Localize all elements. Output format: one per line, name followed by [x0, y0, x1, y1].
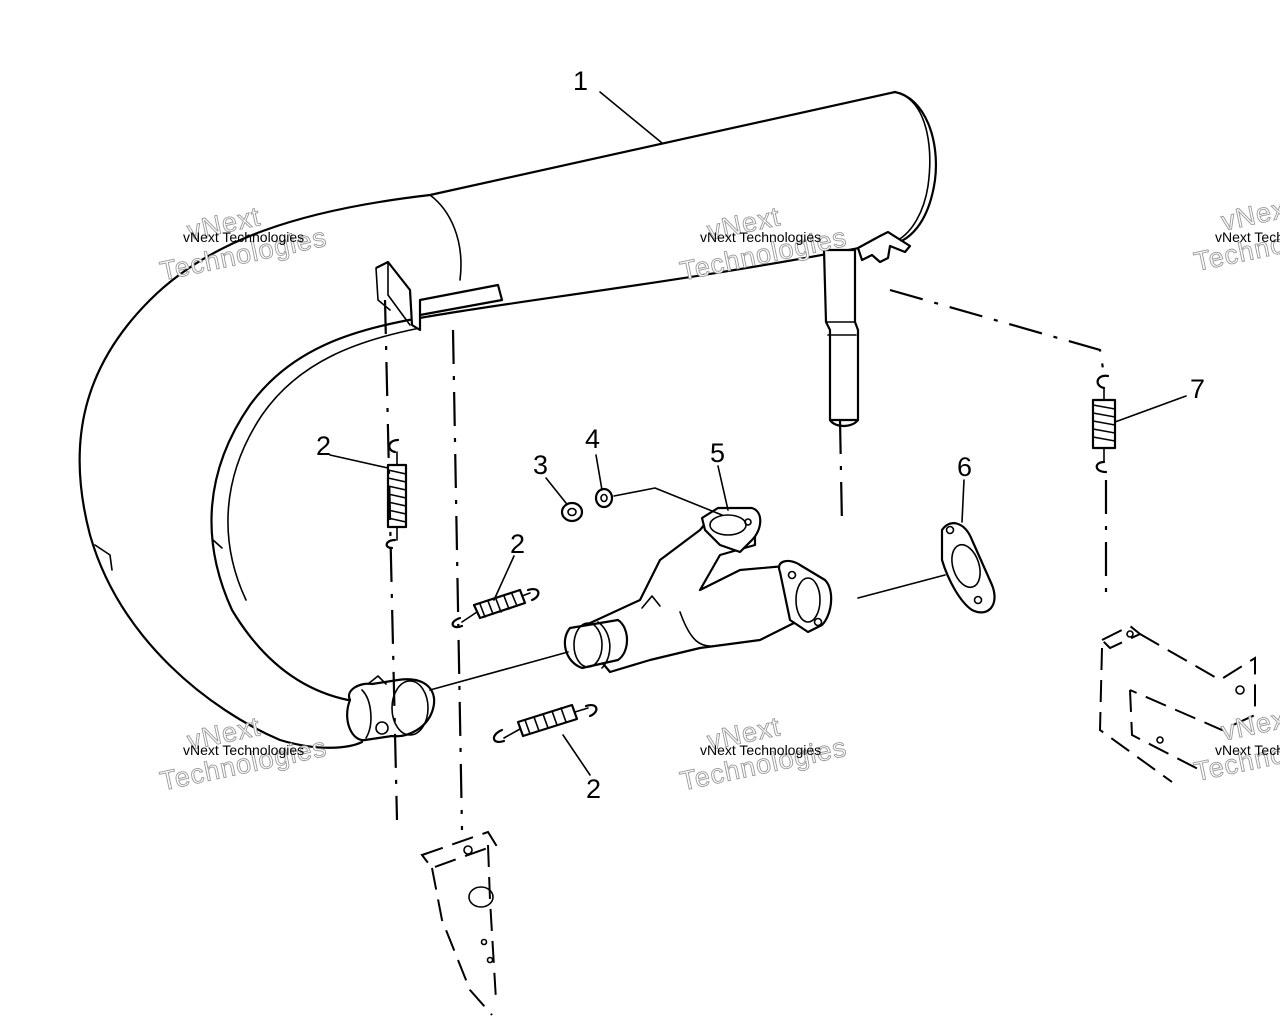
watermark-big-line1: vNext [1219, 702, 1280, 747]
muffler-front-bracket [375, 260, 504, 332]
watermark-small: vNext Technologies [183, 742, 304, 758]
watermark-small: vNext Technologies [700, 229, 821, 245]
assembly-lines [383, 288, 1108, 831]
spring-left-vertical [385, 438, 408, 550]
spring-right [1091, 374, 1117, 474]
manifold-y-pipe [563, 506, 833, 674]
watermark-small: vNext Technologies [700, 742, 821, 758]
spring-lower [492, 703, 598, 743]
frame-bracket-lower [420, 830, 498, 1016]
washer [594, 487, 614, 509]
callout-1: 1 [573, 66, 588, 96]
callout-5: 5 [710, 438, 725, 468]
callout-3: 3 [533, 450, 548, 480]
watermark-small: vNext Technologies [1215, 229, 1280, 245]
callout-labels: 1 2 2 2 3 4 5 6 7 [316, 66, 1205, 804]
exhaust-gasket [940, 522, 996, 614]
watermark-small: vNext Technologies [1215, 742, 1280, 758]
frame-bracket-right [1098, 624, 1256, 783]
nut [560, 501, 584, 523]
watermark-small: vNext Technologies [183, 229, 304, 245]
callout-2-left: 2 [316, 431, 331, 461]
callout-2-lower: 2 [586, 774, 601, 804]
spring-middle [451, 588, 540, 629]
callout-6: 6 [957, 452, 972, 482]
callout-2-middle: 2 [510, 529, 525, 559]
muffler-pipe [78, 90, 937, 749]
watermark-bottom-right: vNext Technologies [1191, 701, 1280, 787]
watermark-top-right: vNext Technologies [1191, 191, 1280, 277]
callout-7: 7 [1190, 374, 1205, 404]
leader-lines [329, 91, 1187, 776]
callout-4: 4 [585, 424, 600, 454]
muffler-rear-bracket [822, 230, 912, 428]
